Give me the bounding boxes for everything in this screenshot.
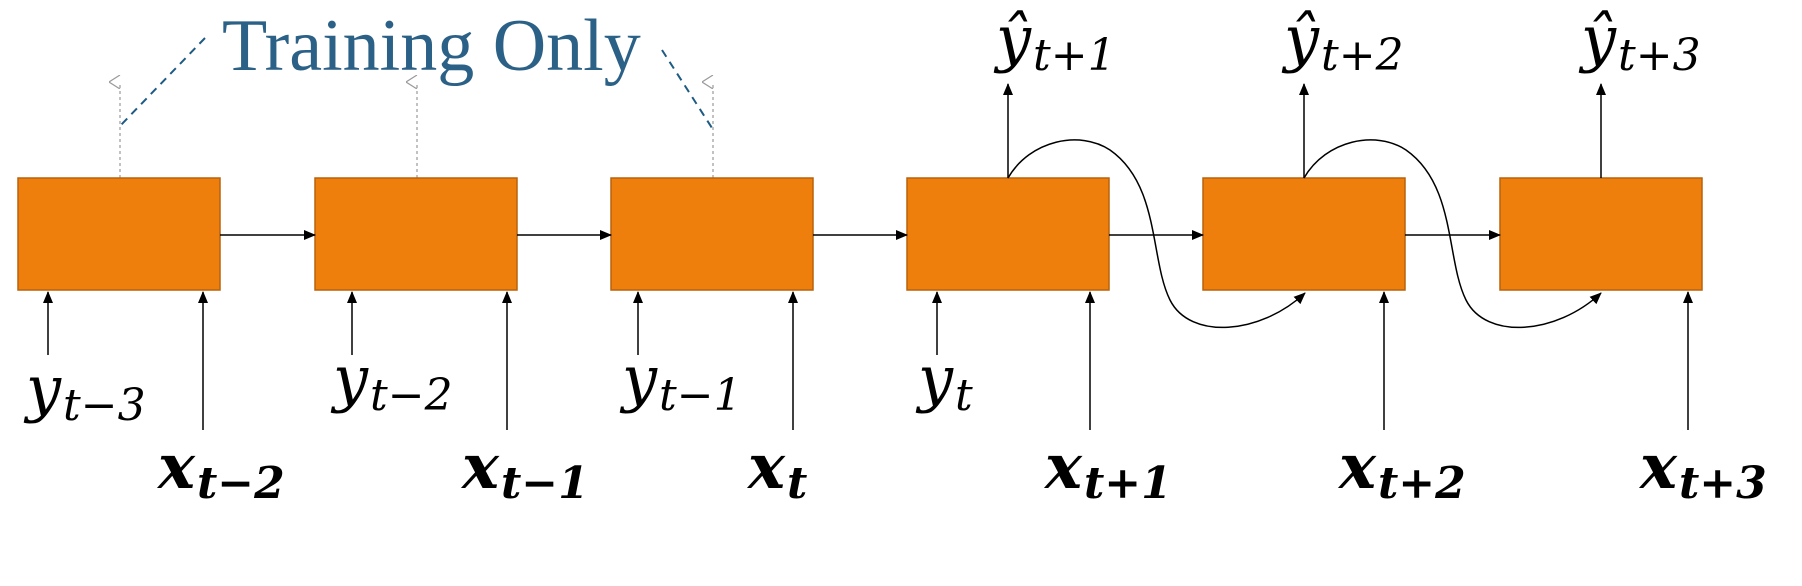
feedback-curve-2 <box>1303 139 1602 329</box>
output-label-1: ŷt+1 <box>993 2 1116 81</box>
training-only-title: Training Only <box>222 5 641 87</box>
rnn-cell-1 <box>17 177 221 291</box>
x-label-4: xt+1 <box>1043 430 1172 509</box>
rnn-cell-3 <box>610 177 814 291</box>
output-label-3: ŷt+3 <box>1578 2 1701 81</box>
rnn-cell-4 <box>906 177 1110 291</box>
x-label-6: xt+3 <box>1638 430 1767 509</box>
y-label-4: yt <box>915 342 973 421</box>
x-label-3: xt <box>746 430 807 509</box>
y-label-3: yt−1 <box>619 342 742 421</box>
callout-line-right <box>661 49 713 129</box>
y-label-2: yt−2 <box>330 342 453 421</box>
x-label-1: xt−2 <box>156 430 285 509</box>
rnn-cell-5 <box>1202 177 1406 291</box>
x-label-5: xt+2 <box>1337 430 1466 509</box>
x-label-2: xt−1 <box>460 430 589 509</box>
y-label-1: yt−3 <box>23 352 146 431</box>
rnn-cell-2 <box>314 177 518 291</box>
output-label-2: ŷt+2 <box>1281 2 1404 81</box>
callout-line-left <box>119 37 206 127</box>
feedback-curve-1 <box>1007 139 1306 329</box>
rnn-cell-6 <box>1499 177 1703 291</box>
